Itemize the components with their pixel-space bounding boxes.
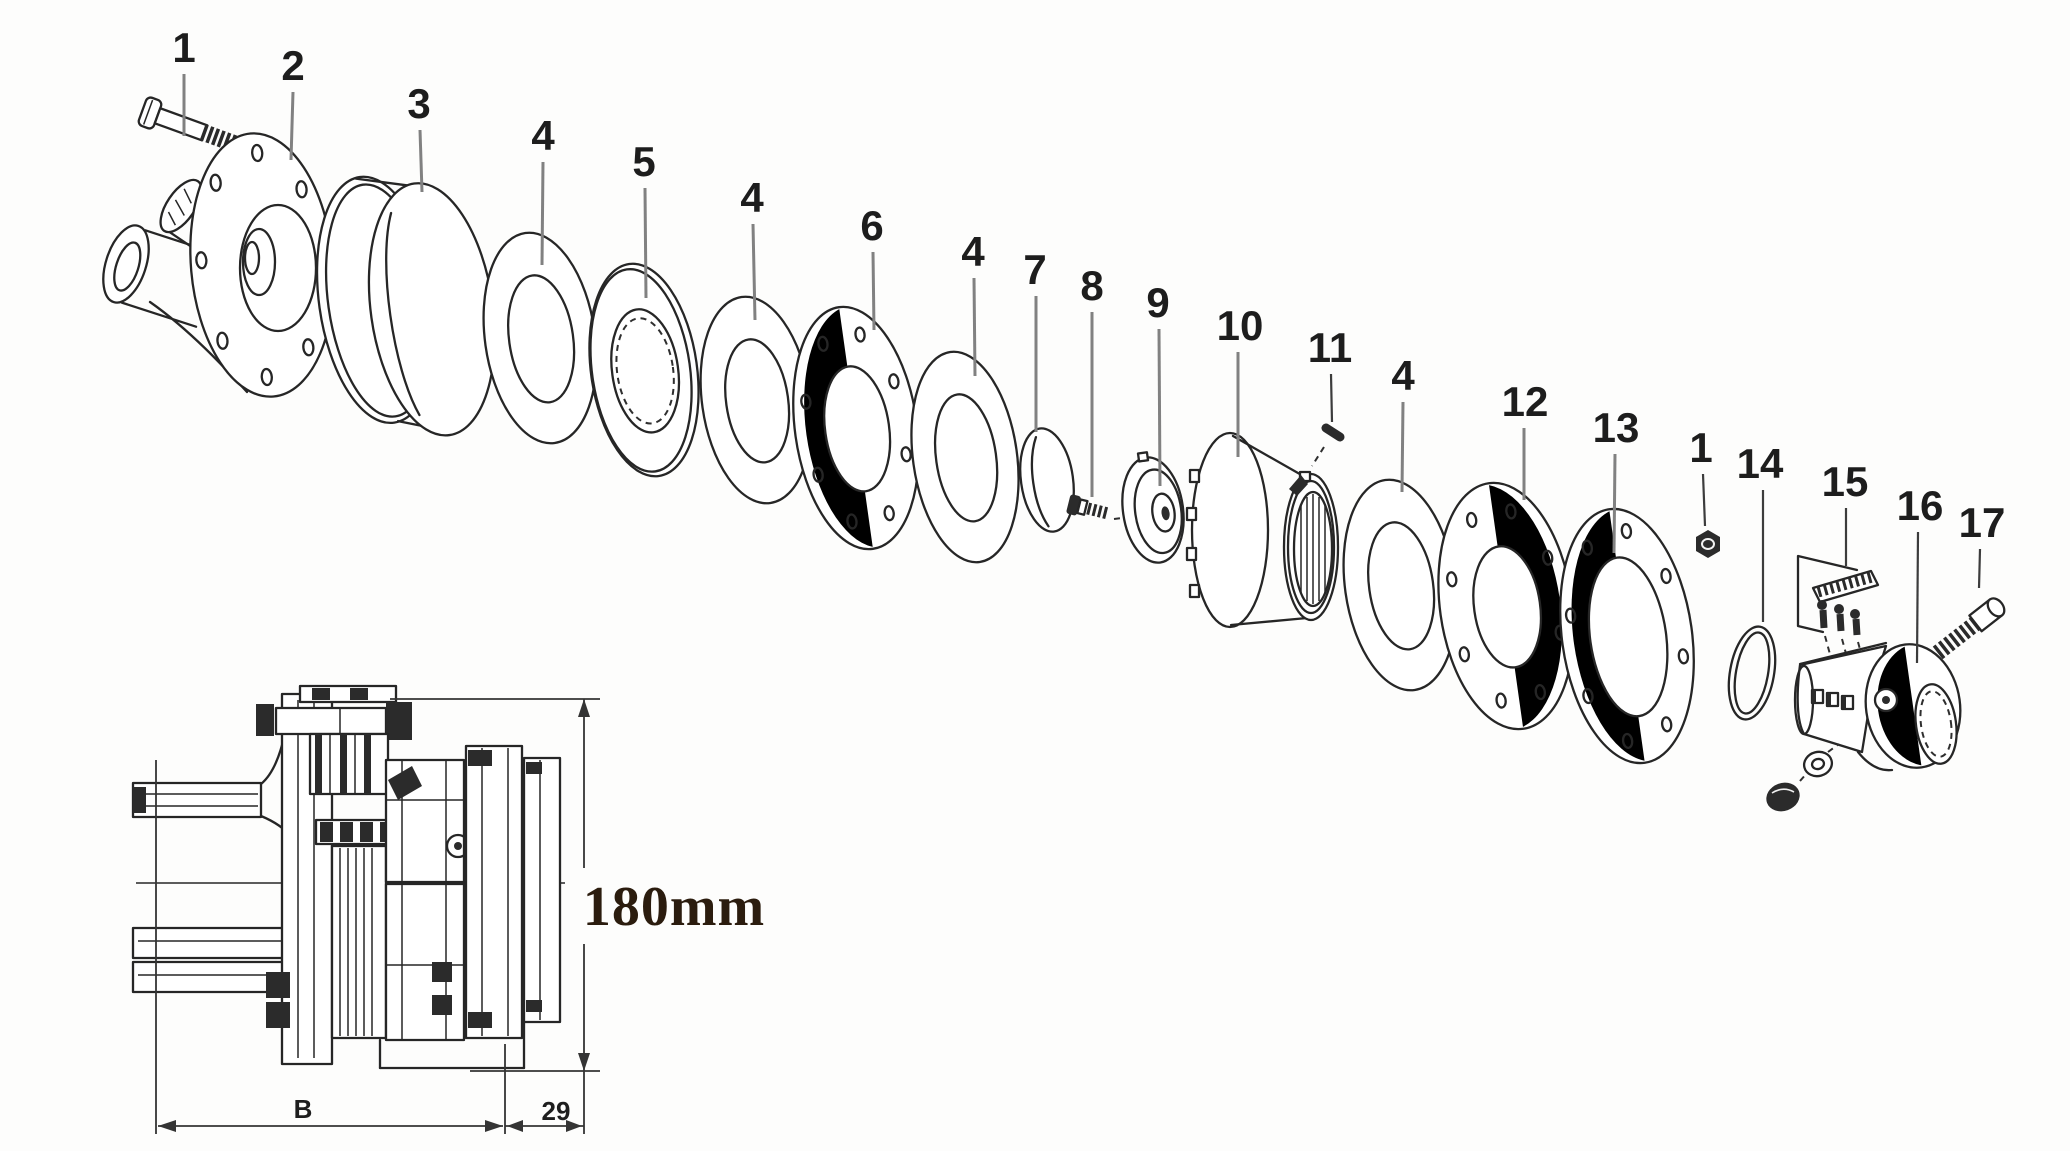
callout-label: 3 — [407, 80, 430, 127]
dim-offset-label: 29 — [542, 1096, 571, 1126]
callout-label: 7 — [1023, 246, 1046, 293]
part-9-hub-cap — [1121, 451, 1185, 564]
callout-leader — [1977, 548, 1982, 589]
callout-leader — [1612, 453, 1617, 554]
cross-section-view — [131, 684, 565, 1070]
callouts: 1 2 3 4 5 4 6 4 7 8 9 10 11 4 12 13 1 — [172, 24, 2006, 664]
callout-leader — [751, 223, 757, 321]
part-14-o-ring — [1727, 625, 1777, 721]
part-4a-friction-disc — [482, 231, 598, 445]
callout-label: 11 — [1308, 324, 1352, 371]
dim-arrow-left — [158, 1120, 176, 1132]
part-2-yoke-flange — [102, 132, 335, 398]
callout-leader — [972, 277, 977, 377]
callout-leader — [1157, 328, 1162, 487]
callout-label: 15 — [1822, 458, 1869, 505]
dim-arrow-right — [485, 1120, 503, 1132]
callout-label: 12 — [1502, 378, 1549, 425]
hub-key — [1289, 475, 1308, 496]
dim-height-label: 180mm — [583, 876, 765, 938]
callout-leader — [643, 187, 648, 299]
part-7-dished-washer — [1019, 427, 1075, 533]
dim-offset-arrow-left — [507, 1120, 523, 1132]
callout-leader — [871, 251, 876, 331]
plug-cap — [1766, 743, 1840, 812]
callout-label: 4 — [531, 112, 555, 159]
callout-leader — [1701, 473, 1707, 527]
dim-arrow-up — [578, 699, 590, 717]
dim-width-label: B — [294, 1094, 313, 1124]
part-1b-nut — [1696, 530, 1720, 558]
callout-label: 2 — [281, 42, 304, 89]
callout-label: 16 — [1897, 482, 1944, 529]
callout-label: 4 — [961, 228, 985, 275]
callout-label: 5 — [632, 138, 655, 185]
part-3-drum — [315, 175, 496, 437]
part-17-bolt — [1932, 597, 2006, 660]
part-13-flange-plate — [1559, 507, 1695, 765]
callout-label: 10 — [1217, 302, 1264, 349]
part-4c-friction-disc — [910, 350, 1020, 564]
part-10-splined-hub — [1185, 431, 1340, 629]
callout-label: 14 — [1737, 440, 1784, 487]
callout-label: 8 — [1080, 262, 1103, 309]
callout-label: 4 — [740, 174, 764, 221]
callout-leader — [418, 129, 424, 193]
part-6-pressure-plate — [792, 305, 920, 551]
part-15-spring-kit — [1796, 554, 1880, 665]
dim-offset-arrow-right — [566, 1120, 582, 1132]
callout-label: 17 — [1959, 499, 2006, 546]
callout-label: 1 — [172, 24, 195, 71]
part-5-splined-plate — [588, 262, 700, 478]
callout-label: 9 — [1146, 279, 1169, 326]
part-11-pin — [1311, 423, 1345, 467]
callout-label: 13 — [1593, 404, 1640, 451]
dimension-annotations: 180mm B 29 — [155, 698, 765, 1134]
part-12-clamping-plate — [1437, 481, 1575, 731]
callout-label: 6 — [860, 202, 883, 249]
part-8-screw — [1066, 494, 1131, 520]
part-4b-friction-disc — [699, 295, 813, 505]
callout-leader — [1400, 401, 1405, 493]
small-washer — [1802, 750, 1834, 778]
dim-arrow-down — [578, 1053, 590, 1071]
callout-leader — [1915, 531, 1920, 664]
callout-label: 1 — [1689, 424, 1712, 471]
callout-leader — [289, 91, 295, 161]
part-4d-friction-disc — [1342, 478, 1458, 692]
callout-label: 4 — [1391, 352, 1415, 399]
callout-leader — [540, 161, 545, 266]
callout-leader — [1329, 373, 1334, 423]
part-16-clutch-body — [1793, 641, 1962, 772]
